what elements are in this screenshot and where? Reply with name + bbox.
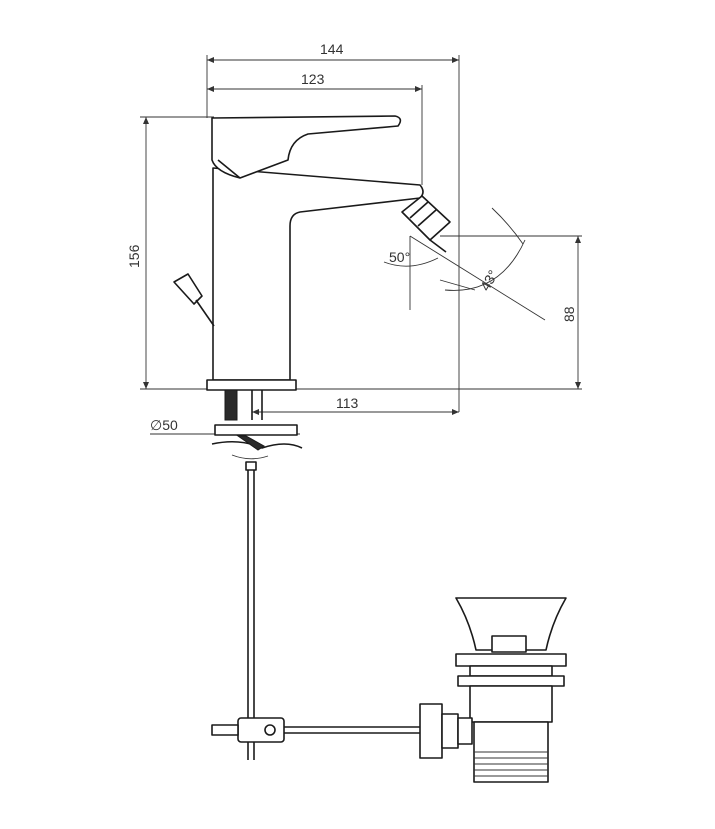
- faucet-body: [173, 115, 451, 391]
- label-angle-vertical: 50°: [389, 249, 410, 265]
- label-outlet-height: 88: [561, 306, 577, 322]
- popup-knob: [173, 273, 215, 327]
- label-overall-width: 144: [320, 41, 344, 57]
- label-base-to-outlet: 113: [336, 395, 359, 411]
- label-angle-nozzle: 43°: [477, 267, 501, 293]
- label-spout-reach: 123: [301, 71, 325, 87]
- mounting-assembly: [211, 389, 303, 460]
- bidet-nozzle: [401, 195, 451, 253]
- dimension-labels: 144 123 156 88 113 ∅50 50° 43°: [126, 41, 577, 433]
- label-base-diameter: ∅50: [150, 417, 178, 433]
- waste-drain: [419, 597, 567, 783]
- label-height: 156: [126, 244, 142, 268]
- lever-handle: [211, 115, 402, 179]
- base-plate: [206, 379, 297, 391]
- dimension-lines: [140, 55, 582, 435]
- popup-rod: [211, 461, 420, 760]
